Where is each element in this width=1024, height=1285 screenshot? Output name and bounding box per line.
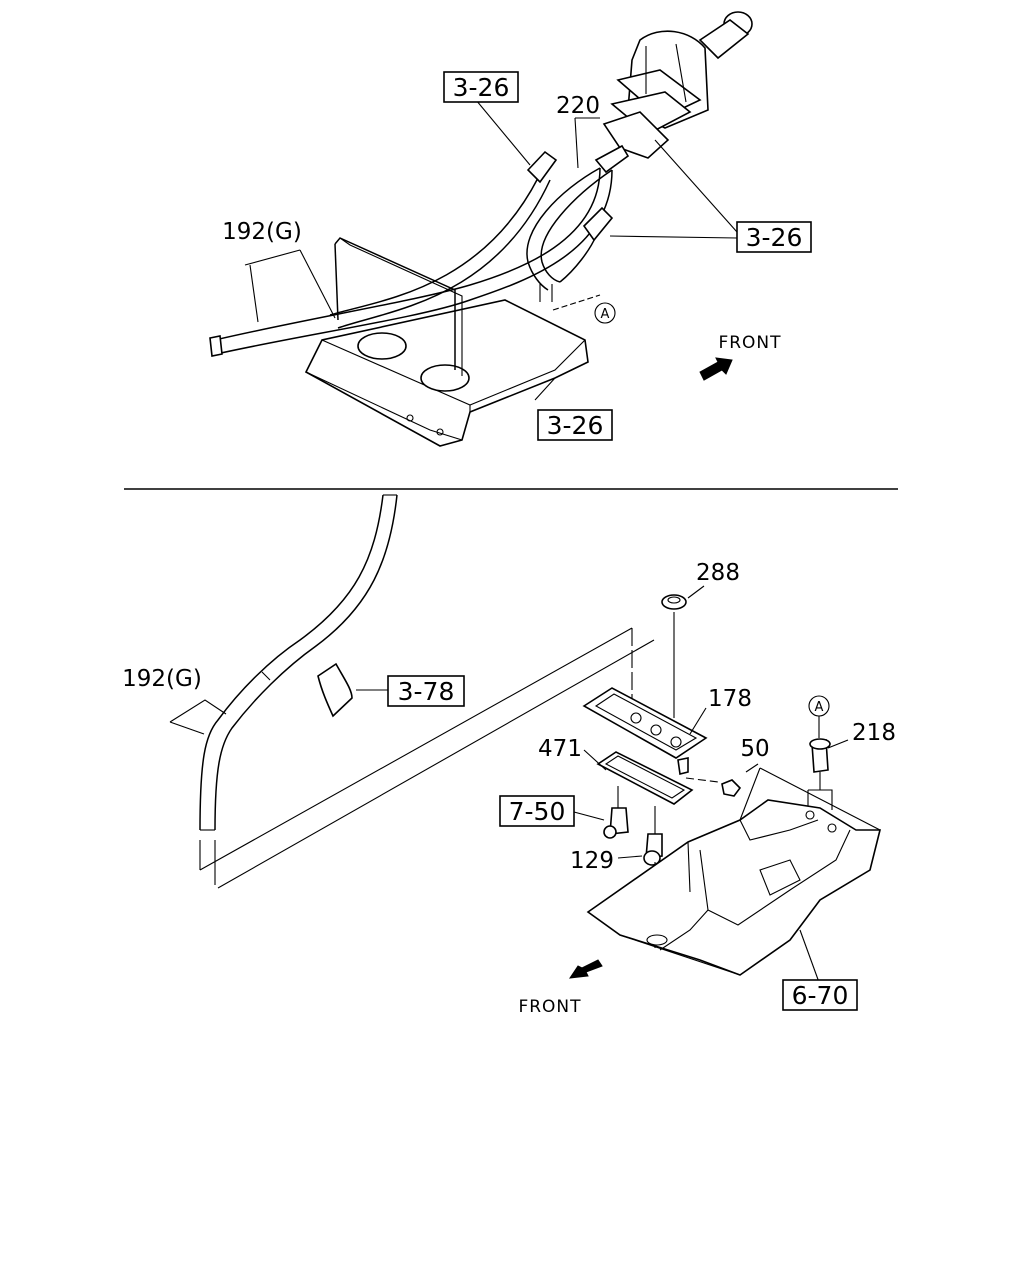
ref-box-top [443, 71, 519, 103]
top-view: 3-26 220 3-26 192(G) A FRONT 3-26 [209, 11, 812, 447]
cable-run [199, 494, 398, 885]
fittings [573, 786, 663, 950]
shift-lever-assembly [602, 11, 753, 159]
part-number-129: 129 [570, 848, 614, 874]
ref-box-right [736, 221, 812, 253]
floor-panel-outline [199, 627, 655, 889]
front-arrow-bottom-icon [568, 959, 603, 979]
ref-label-670: 6-70 [792, 981, 849, 1010]
front-label-bottom: FRONT [518, 997, 581, 1017]
clip-part [317, 662, 353, 718]
ref-label-378: 3-78 [398, 677, 455, 706]
cover-plate-178 [582, 687, 708, 759]
bottom-view: 288 192(G) 3-78 178 A 218 471 50 7-50 12… [122, 494, 896, 1017]
grommet-288 [661, 585, 705, 718]
ref-label-750: 7-50 [509, 797, 566, 826]
circle-a-marker-bottom: A [808, 695, 830, 738]
part-number-50: 50 [740, 736, 769, 762]
connector-218 [807, 738, 849, 810]
ref-label-bottom: 3-26 [547, 411, 604, 440]
part-number-178: 178 [708, 686, 752, 712]
circle-a-marker-top: A [594, 302, 616, 324]
part-number-192g-bottom: 192(G) [122, 666, 202, 692]
part-number-471: 471 [538, 736, 582, 762]
part-number-218: 218 [852, 720, 896, 746]
part-number-192g-top: 192(G) [222, 219, 302, 245]
floor-tunnel-panel [586, 767, 882, 986]
part-number-220: 220 [556, 93, 600, 119]
circle-a-label-top: A [601, 307, 610, 322]
ref-label-top: 3-26 [453, 73, 510, 102]
bracket-plate [304, 237, 589, 447]
ref-box-378 [387, 675, 465, 707]
ref-box-bottom [537, 409, 613, 441]
ref-label-right: 3-26 [746, 223, 803, 252]
top-leaders [244, 99, 738, 401]
gasket-471 [596, 751, 694, 805]
ref-box-670 [782, 979, 858, 1011]
nut-50 [677, 757, 759, 797]
part-number-288: 288 [696, 560, 740, 586]
front-arrow-top-icon [699, 357, 733, 381]
shift-cables [209, 144, 630, 357]
ref-box-750 [499, 795, 575, 827]
front-label-top: FRONT [718, 333, 781, 353]
circle-a-label-bottom: A [815, 700, 824, 715]
